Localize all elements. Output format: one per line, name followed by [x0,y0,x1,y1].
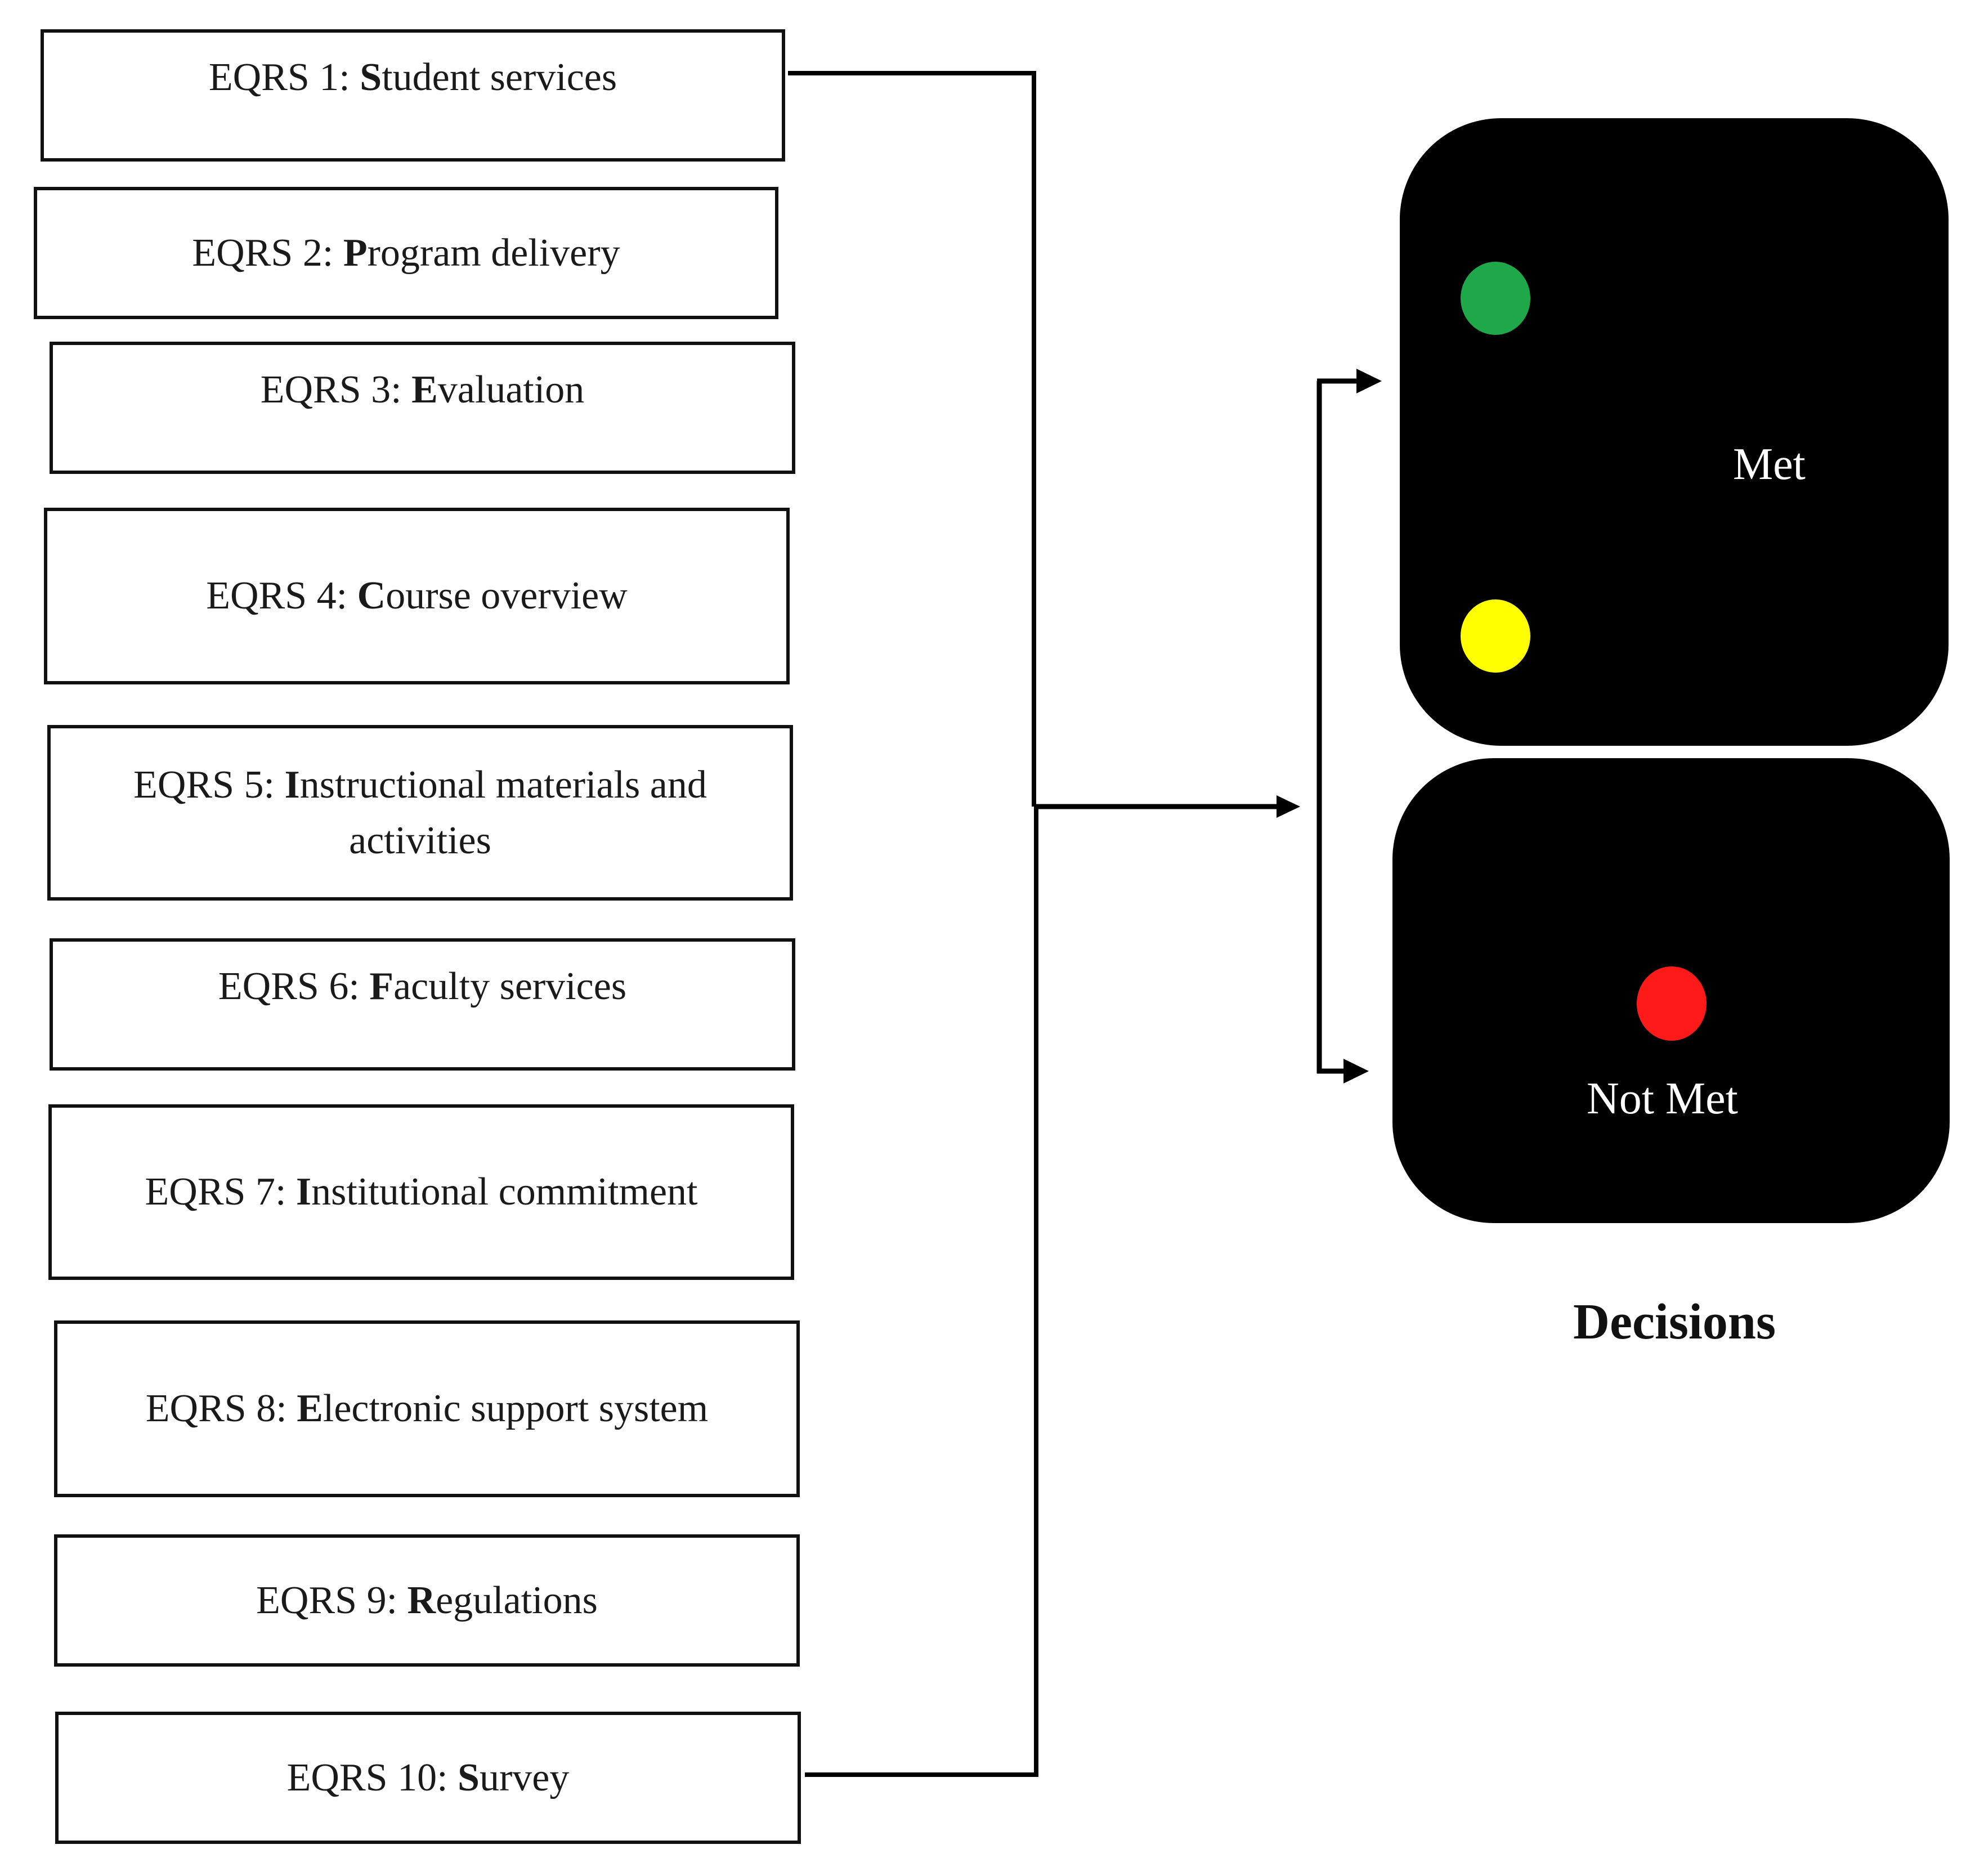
not-met-label: Not Met [1587,1074,1738,1123]
not-met-panel: Not Met [1392,758,1950,1223]
met-panel: Met [1400,118,1949,746]
eqrs-box-9: EQRS 9: Regulations [54,1534,800,1667]
eqrs-box-1: EQRS 1: Student services [41,29,785,162]
eqrs-6-label: EQRS 6: Faculty services [218,965,627,1008]
green-light [1461,262,1530,335]
eqrs-9-label: EQRS 9: Regulations [256,1578,598,1622]
eqrs-8-label: EQRS 8: Electronic support system [145,1387,709,1431]
eqrs-5-label: EQRS 5: Instructional materials and acti… [133,763,707,862]
eqrs-box-10: EQRS 10: Survey [55,1712,801,1844]
eqrs-box-8: EQRS 8: Electronic support system [54,1320,800,1497]
decisions-caption: Decisions [1573,1294,1776,1350]
red-light [1637,966,1707,1041]
eqrs-box-6: EQRS 6: Faculty services [50,938,795,1071]
eqrs-2-label: EQRS 2: Program delivery [192,231,620,275]
connector-eqrs1 [788,71,1036,807]
eqrs-7-label: EQRS 7: Institutional commitment [145,1170,698,1214]
eqrs-box-5: EQRS 5: Instructional materials and acti… [47,725,793,901]
eqrs-box-4: EQRS 4: Course overview [44,508,790,684]
eqrs-4-label: EQRS 4: Course overview [206,574,628,618]
arrow-met [1356,369,1382,393]
arrow-main [1277,795,1300,818]
eqrs-1-label: EQRS 1: Student services [208,56,617,99]
eqrs-3-label: EQRS 3: Evaluation [260,368,585,411]
yellow-light [1461,599,1530,673]
eqrs-10-label: EQRS 10: Survey [286,1756,570,1799]
eqrs-box-2: EQRS 2: Program delivery [34,187,778,319]
connector-eqrs10 [805,807,1038,1777]
eqrs-box-7: EQRS 7: Institutional commitment [48,1104,794,1280]
eqrs-box-3: EQRS 3: Evaluation [50,342,795,474]
arrow-not-met [1343,1059,1369,1083]
met-label: Met [1733,440,1806,489]
